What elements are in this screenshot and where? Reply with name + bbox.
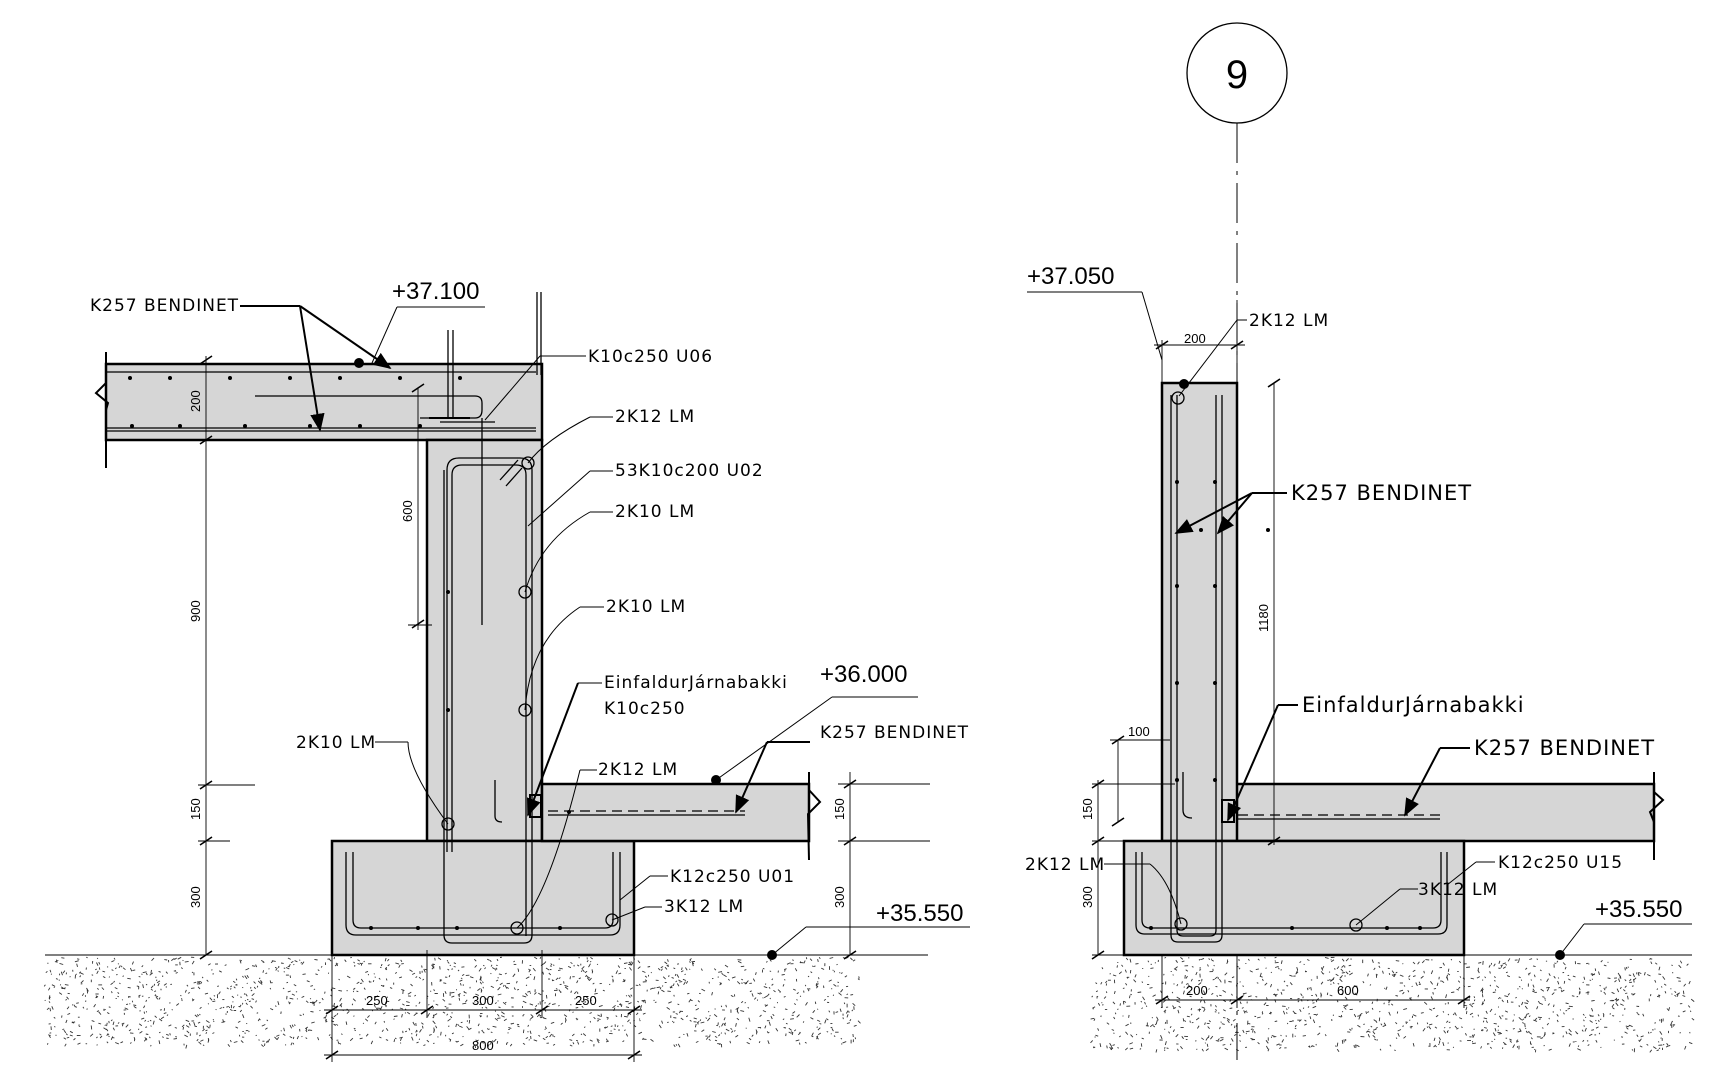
footing [330, 839, 636, 957]
dim-100: 100 [1128, 724, 1150, 739]
label-mesh-slab-right: K257 BENDINET [1474, 736, 1655, 760]
ground-soil-hatch-right [1090, 956, 1695, 1053]
label-3k12-right: 3K12 LM [1418, 880, 1498, 900]
dim-300: 300 [188, 886, 203, 908]
label-2k10-b: 2K10 LM [606, 597, 686, 617]
footing-right [1122, 839, 1466, 957]
dim-200-top: 200 [1184, 331, 1206, 346]
label-2k12-slab: 2K12 LM [598, 760, 678, 780]
dim-slab-200: 200 [188, 390, 203, 412]
label-tray-right: EinfaldurJárnabakki [1302, 693, 1525, 717]
wall-stirrup [443, 457, 533, 944]
label-2k10-left: 2K10 LM [296, 733, 376, 753]
ground-soil-hatch-left [43, 956, 861, 1049]
dim-250-c: 250 [575, 993, 597, 1008]
dim-150-r: 150 [1080, 798, 1095, 820]
floor-break-line [806, 772, 822, 861]
dim-800: 800 [472, 1038, 494, 1053]
label-3k12: 3K12 LM [664, 897, 744, 917]
label-bar-u01: K12c250 U01 [670, 867, 795, 887]
dim-300-right: 300 [832, 886, 847, 908]
label-bar-u06: K10c250 U06 [588, 347, 713, 367]
dim-300-r: 300 [1080, 886, 1095, 908]
label-2k12-top: 2K12 LM [615, 407, 695, 427]
label-mesh-wall: K257 BENDINET [1291, 481, 1472, 505]
label-bar-u02: 53K10c200 U02 [615, 461, 764, 481]
label-bar-u15: K12c250 U15 [1498, 853, 1623, 873]
label-2k10-a: 2K10 LM [615, 502, 695, 522]
dim-150-right: 150 [832, 798, 847, 820]
wall [425, 438, 544, 843]
floor-slab-right [1234, 782, 1656, 843]
slab-break-line [94, 352, 110, 468]
dim-250-a: 250 [366, 993, 388, 1008]
level-ground-right: +35.550 [1595, 896, 1682, 923]
bar-u06 [255, 395, 483, 419]
dim-1180: 1180 [1256, 604, 1271, 632]
label-2k12-left-right: 2K12 LM [1025, 855, 1105, 875]
label-tray: EinfaldurJárnabakki [604, 673, 788, 693]
right-section-detail: 9 [1025, 22, 1692, 1060]
level-top: +37.100 [392, 278, 479, 305]
level-ground-left: +35.550 [876, 900, 963, 927]
wall-right [1160, 381, 1239, 843]
grid-label: 9 [1226, 53, 1248, 97]
label-2k12-top-right: 2K12 LM [1249, 311, 1329, 331]
dim-600-r: 600 [1337, 983, 1359, 998]
left-section-detail: K257 BENDINET +37.100 K10c250 U06 2K12 L… [90, 278, 970, 1062]
level-mid: +36.000 [820, 661, 907, 688]
floor-slab [540, 782, 811, 843]
dim-300-b: 300 [472, 993, 494, 1008]
dim-900: 900 [188, 600, 203, 622]
level-top-right: +37.050 [1027, 263, 1114, 290]
label-mesh-top: K257 BENDINET [90, 296, 239, 316]
dim-600: 600 [400, 500, 415, 522]
label-mesh-slab: K257 BENDINET [820, 723, 969, 743]
dim-200-bottom: 200 [1186, 983, 1208, 998]
label-tray-bar: K10c250 [604, 699, 686, 719]
footing-u01 [345, 852, 621, 936]
dim-150: 150 [188, 798, 203, 820]
